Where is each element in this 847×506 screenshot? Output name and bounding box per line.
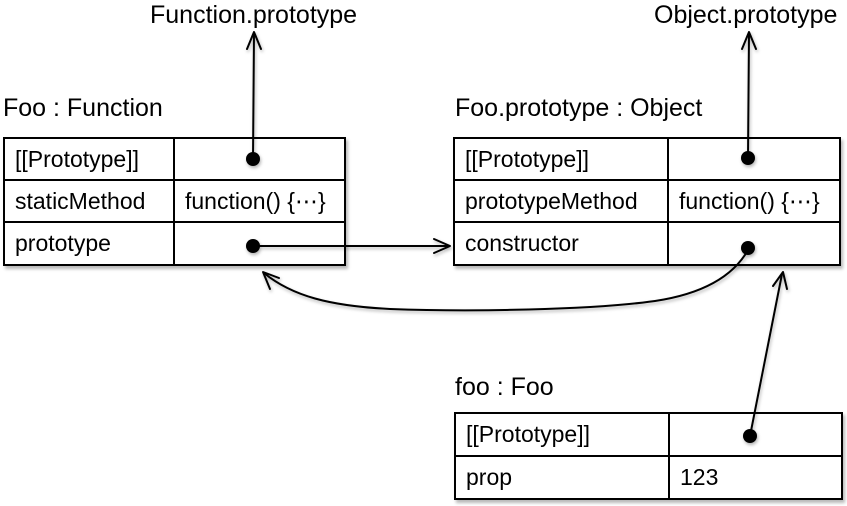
foo-constructor-table: [[Prototype]] staticMethod function() {⋯… (3, 137, 346, 266)
foo-instance-title: foo : Foo (455, 373, 554, 401)
property-value-cell (669, 139, 839, 179)
foo-constructor-title: Foo : Function (3, 94, 163, 122)
property-value-cell (670, 414, 841, 455)
property-name-cell: [[Prototype]] (5, 139, 175, 179)
foo-prototype-title: Foo.prototype : Object (455, 94, 703, 122)
table-row: [[Prototype]] (456, 414, 841, 455)
property-value-cell (175, 139, 344, 179)
table-row: prop 123 (456, 455, 841, 498)
property-name-cell: prototype (5, 223, 175, 264)
table-row: prototype (5, 221, 344, 264)
property-name-cell: [[Prototype]] (455, 139, 669, 179)
function-prototype-label: Function.prototype (150, 1, 358, 29)
table-row: [[Prototype]] (455, 139, 839, 179)
property-value-cell: function() {⋯} (185, 187, 326, 214)
property-value-cell: 123 (680, 464, 719, 490)
foo-prototype-table: [[Prototype]] prototypeMethod function()… (453, 137, 841, 266)
property-name-cell: staticMethod (5, 181, 175, 221)
property-name-cell: constructor (455, 223, 669, 264)
object-prototype-label: Object.prototype (654, 1, 838, 29)
table-row: [[Prototype]] (5, 139, 344, 179)
property-name-cell: prop (456, 457, 670, 498)
property-value-cell (669, 223, 839, 264)
property-name-cell: prototypeMethod (455, 181, 669, 221)
table-row: constructor (455, 221, 839, 264)
table-row: staticMethod function() {⋯} (5, 179, 344, 221)
property-name-cell: [[Prototype]] (456, 414, 670, 455)
table-row: prototypeMethod function() {⋯} (455, 179, 839, 221)
foo-instance-table: [[Prototype]] prop 123 (454, 412, 843, 500)
property-value-cell: function() {⋯} (679, 187, 820, 214)
property-value-cell (175, 223, 344, 264)
